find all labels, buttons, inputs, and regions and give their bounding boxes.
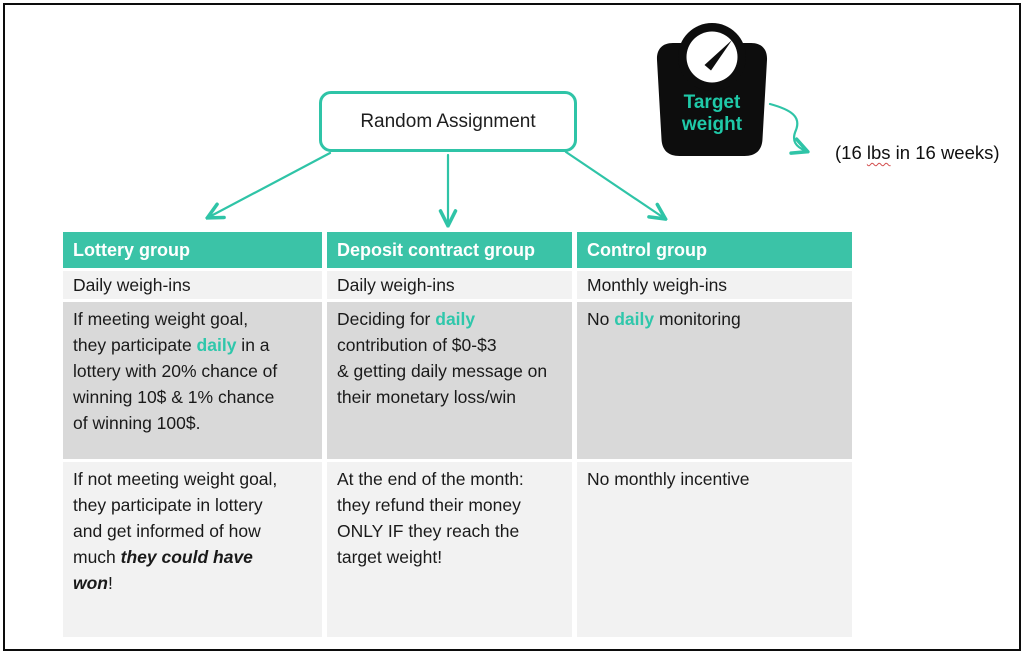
target-weight-label: Target weight (656, 92, 768, 136)
annotation-open: (16 (835, 142, 867, 163)
random-assignment-box: Random Assignment (319, 91, 577, 152)
random-assignment-label: Random Assignment (360, 110, 536, 132)
scale-dial-face (686, 31, 738, 83)
target-weight-line2: weight (681, 114, 743, 135)
cell-control-monitoring: No daily monitoring (577, 302, 852, 459)
col-header-control: Control group (577, 232, 852, 268)
cell-lottery-penalty: If not meeting weight goal,they particip… (63, 462, 322, 637)
scale-needle-icon (704, 40, 732, 71)
cell-control-weighins: Monthly weigh-ins (577, 271, 852, 299)
target-weight-line1: Target (683, 92, 741, 113)
slide-border (3, 3, 1021, 651)
groups-table: Lottery group Deposit contract group Con… (63, 232, 852, 637)
scale-glyph (656, 23, 768, 156)
cell-lottery-incentive: If meeting weight goal,they participate … (63, 302, 322, 459)
cell-control-no-incentive: No monthly incentive (577, 462, 852, 637)
annotation-lbs: lbs (866, 142, 891, 163)
col-header-deposit: Deposit contract group (327, 232, 572, 268)
annotation-rest: in 16 weeks) (890, 142, 1000, 163)
cell-deposit-refund: At the end of the month:they refund thei… (327, 462, 572, 637)
col-header-lottery: Lottery group (63, 232, 322, 268)
cell-deposit-weighins: Daily weigh-ins (327, 271, 572, 299)
target-weight-annotation: (16 lbs in 16 weeks) (835, 142, 1000, 164)
cell-lottery-weighins: Daily weigh-ins (63, 271, 322, 299)
weight-scale-icon: Target weight (656, 20, 768, 160)
